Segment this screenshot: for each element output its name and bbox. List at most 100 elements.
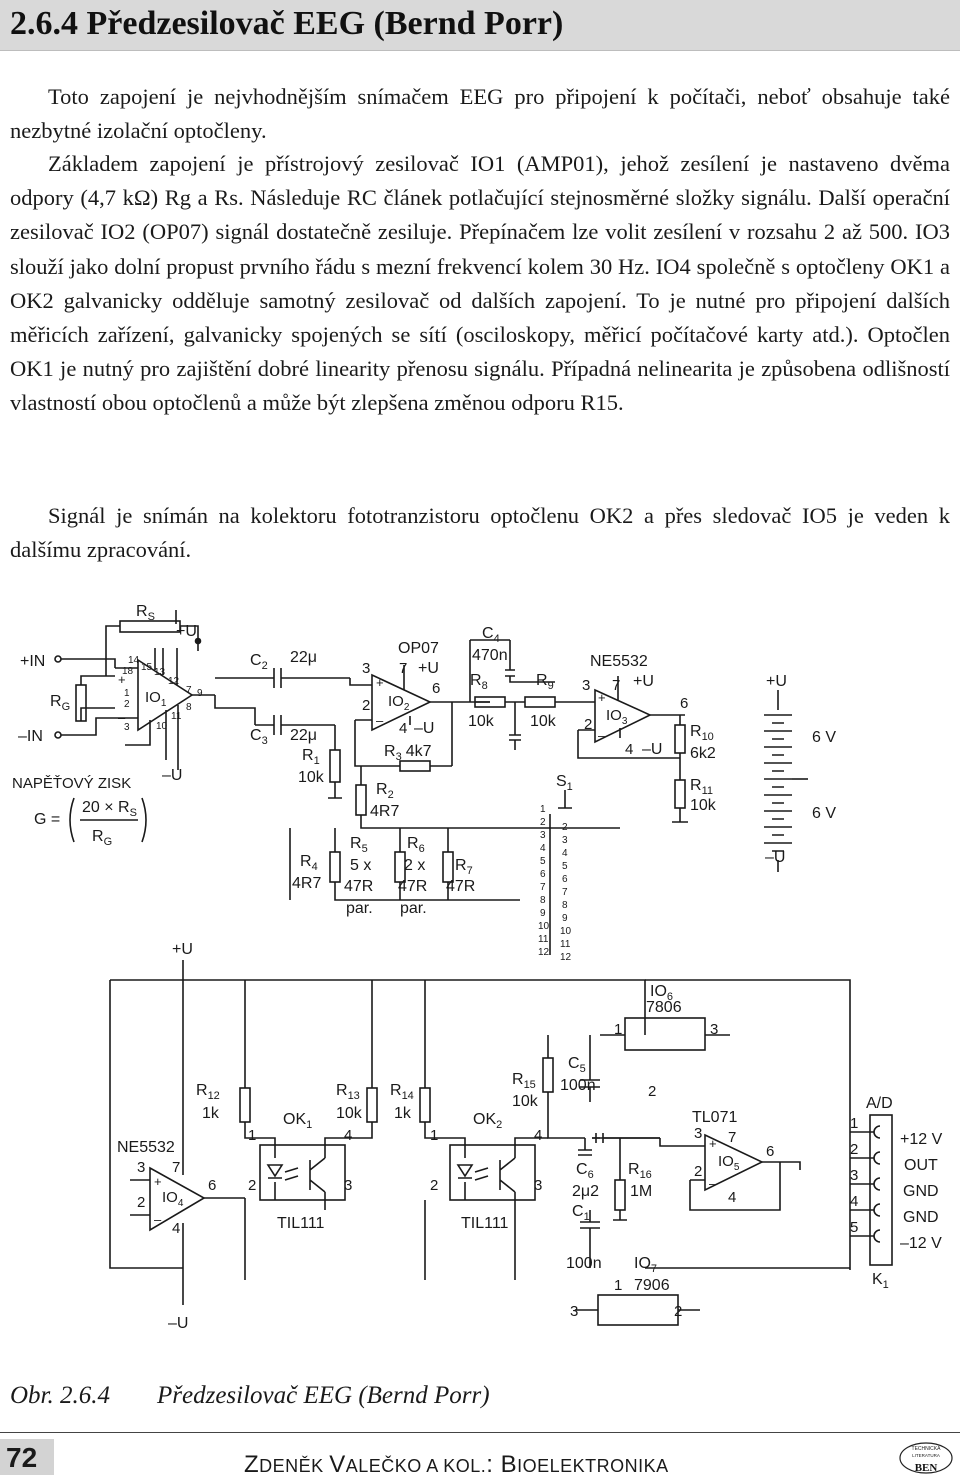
- ok1-pin-1: 1: [248, 1127, 256, 1144]
- r15-value: 10k: [512, 1093, 539, 1110]
- svg-text:11: 11: [560, 939, 571, 950]
- io3-amplifier: [594, 688, 652, 744]
- c1-value: 100n: [566, 1255, 602, 1272]
- svg-text:2: 2: [694, 1163, 702, 1180]
- ok2-pin-3: 3: [534, 1177, 542, 1194]
- gain-caption: NAPĚŤOVÝ ZISK: [12, 775, 131, 792]
- page-number-box: [0, 1439, 54, 1475]
- r13-label: R13: [336, 1082, 360, 1102]
- svg-text:9: 9: [197, 688, 203, 699]
- svg-text:6: 6: [540, 869, 546, 880]
- svg-text:2: 2: [562, 822, 568, 833]
- c5-value: 100n: [560, 1077, 596, 1094]
- svg-text:4: 4: [540, 843, 546, 854]
- svg-text:8: 8: [186, 702, 192, 713]
- r5-note: par.: [346, 900, 373, 917]
- ok2-optocoupler: [449, 1144, 536, 1201]
- output-rail-wires: [645, 979, 851, 1270]
- ok1-pin-3: 3: [344, 1177, 352, 1194]
- svg-text:RG: RG: [92, 828, 112, 848]
- io2-minus-sign: –: [376, 713, 384, 728]
- battery-supply-minus: –U: [765, 849, 785, 866]
- svg-text:20 × RS: 20 × RS: [82, 799, 137, 819]
- io4-minus-sign: –: [154, 1212, 162, 1227]
- io6-regulator: [624, 1017, 706, 1051]
- svg-text:6: 6: [432, 680, 440, 697]
- svg-text:6: 6: [208, 1177, 216, 1194]
- c4-label: C4: [482, 625, 500, 645]
- svg-text:7: 7: [562, 887, 568, 898]
- c3-value: 22μ: [290, 727, 317, 744]
- svg-text:3: 3: [694, 1125, 702, 1142]
- r5-value: 5 x: [350, 857, 371, 874]
- battery-supply-plus: +U: [766, 673, 787, 690]
- gain-paren-right: [141, 797, 147, 843]
- ok1-phototransistor: [309, 1145, 326, 1200]
- io6-part: 7806: [646, 999, 682, 1016]
- c5-capacitor: [580, 1035, 600, 1102]
- ok1-label: OK1: [283, 1111, 312, 1131]
- io4-supply-minus: –U: [168, 1315, 188, 1332]
- svg-text:GND: GND: [903, 1209, 939, 1226]
- r7-label: R7: [455, 857, 473, 877]
- svg-text:3: 3: [362, 660, 370, 677]
- figure-title: Předzesilovač EEG (Bernd Porr): [157, 1382, 490, 1409]
- io5-plus-sign: +: [709, 1136, 717, 1151]
- r8-label: R8: [470, 672, 488, 692]
- c1-capacitor: [580, 1210, 600, 1268]
- io5-type: TL071: [692, 1109, 737, 1126]
- r13-resistor: [366, 1087, 378, 1123]
- io4-plus-sign: +: [154, 1174, 162, 1189]
- io2-plus-sign: +: [376, 675, 384, 690]
- svg-text:LITERATURA: LITERATURA: [912, 1453, 940, 1458]
- minus-in-label: –IN: [18, 728, 43, 745]
- io5-amplifier: [704, 1133, 764, 1192]
- svg-text:5: 5: [540, 856, 546, 867]
- ok2-pin-2: 2: [430, 1177, 438, 1194]
- paragraph-description: Základem zapojení je přístrojový zesilov…: [10, 151, 950, 416]
- svg-text:5: 5: [562, 861, 568, 872]
- svg-text:TECHNICKÁ: TECHNICKÁ: [912, 1445, 942, 1452]
- ok2-light-arrows: [474, 1167, 489, 1181]
- ok2-label: OK2: [473, 1111, 502, 1131]
- r16-value: 1M: [630, 1183, 652, 1200]
- publisher-logo: TECHNICKÁ LITERATURA BEN: [899, 1442, 953, 1474]
- r4-label: R4: [300, 853, 318, 873]
- svg-text:9: 9: [540, 908, 546, 919]
- ok1-light-arrows: [284, 1167, 299, 1181]
- io5-label: IO5: [718, 1153, 740, 1173]
- battery-top-voltage: 6 V: [812, 729, 836, 746]
- svg-text:15: 15: [141, 662, 153, 673]
- r2-resistor: [355, 784, 367, 816]
- svg-text:4: 4: [399, 720, 407, 737]
- io1-supply-minus: –U: [162, 767, 182, 784]
- c3-capacitor: [214, 695, 315, 735]
- ok1-led: [266, 1164, 284, 1179]
- ok2-led: [456, 1164, 474, 1179]
- io3-plus-sign: +: [598, 690, 606, 705]
- r6-note: par.: [400, 900, 427, 917]
- footer-rule: [0, 1432, 960, 1433]
- io2-type: OP07: [398, 640, 439, 657]
- svg-text:14: 14: [128, 655, 140, 666]
- r1-resistor: [329, 749, 341, 783]
- ok2-phototransistor: [499, 1145, 516, 1200]
- connector-k1: [869, 1114, 893, 1266]
- io7-pin-3: 3: [570, 1303, 578, 1320]
- io1-pin-labels: 14 18 15 13 12 1 2 3 10 11 7 9 8: [122, 655, 203, 733]
- svg-text:18: 18: [122, 666, 134, 677]
- section-heading-bar: 2.6.4 Předzesilovač EEG (Bernd Porr): [0, 0, 960, 51]
- svg-text:11: 11: [171, 711, 182, 722]
- r6-value: 2 x: [404, 857, 425, 874]
- rg-label: RG: [50, 693, 70, 713]
- ok1-part: TIL111: [277, 1215, 325, 1232]
- ok1-pin-4: 4: [344, 1127, 352, 1144]
- svg-text:OUT: OUT: [904, 1157, 938, 1174]
- io5-minus-sign: –: [709, 1176, 717, 1191]
- r4-value: 4R7: [292, 875, 321, 892]
- svg-text:+12 V: +12 V: [900, 1131, 943, 1148]
- svg-text:1: 1: [540, 804, 546, 815]
- svg-text:1: 1: [124, 688, 130, 699]
- svg-text:7: 7: [540, 882, 546, 893]
